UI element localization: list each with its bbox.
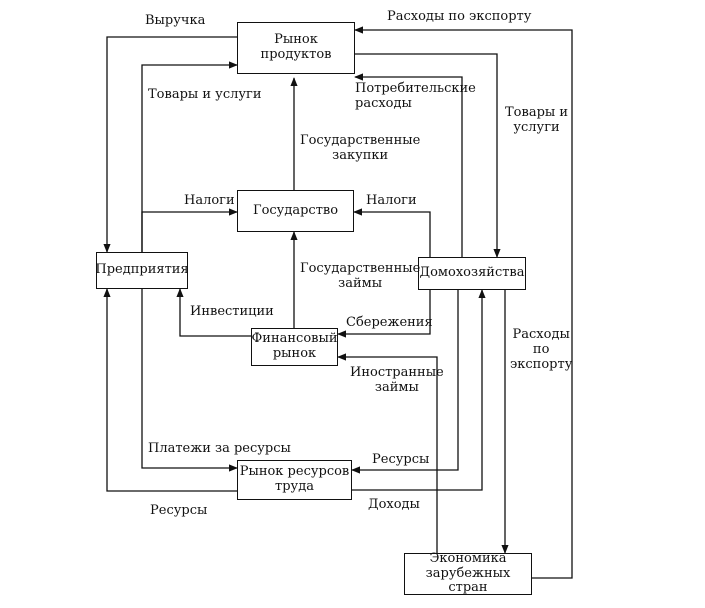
export-spending-top-arrow [354,26,573,579]
label-taxes-right: Налоги [366,193,417,208]
label-gov-loans: Государственные займы [300,261,421,291]
node-firms: Предприятия [95,252,189,289]
node-labor-market: Рынок ресурсов труда [237,460,352,500]
node-government: Государство [237,190,354,232]
resource-payments-arrow [141,289,238,472]
goods-services-right-arrow [355,53,501,258]
consumer-spending-arrow [354,73,463,257]
label-gov-purchases: Государственные закупки [300,133,421,163]
label-foreign-loans: Иностранные займы [350,365,444,395]
resources-bottom-arrow [103,288,237,492]
investments-arrow [176,288,251,337]
taxes-right-arrow [353,208,431,257]
node-firms-label: Предприятия [95,262,189,278]
node-labor-market-label: Рынок ресурсов труда [239,464,350,494]
node-financial-market: Финансовый рынок [251,328,338,366]
label-revenue: Выручка [145,13,206,28]
label-resources-bottom: Ресурсы [150,503,208,518]
node-households: Домохозяйства [418,257,526,290]
label-taxes-left: Налоги [184,193,235,208]
label-resources-right: Ресурсы [372,452,430,467]
node-households-label: Домохозяйства [419,265,525,281]
label-investments: Инвестиции [190,304,274,319]
label-goods-services-right: Товары и услуги [505,105,569,135]
incomes-arrow [352,289,486,491]
revenue-arrow [103,36,237,253]
label-consumer-spending: Потребительские расходы [355,81,476,111]
node-product-market-label: Рынок продуктов [260,32,332,62]
node-product-market: Рынок продуктов [237,22,355,74]
node-foreign-economy: Экономика зарубежных стран [404,550,532,596]
label-export-spending-top: Расходы по экспорту [387,9,532,24]
taxes-left-arrow [141,208,238,252]
foreign-loans-arrow [337,353,438,553]
savings-arrow [337,290,431,338]
label-export-spending-right: Расходы по экспорту [510,327,573,372]
node-government-label: Государство [252,202,339,218]
label-incomes: Доходы [368,497,420,512]
goods-services-left-arrow [141,61,238,252]
node-financial-market-label: Финансовый рынок [251,331,338,361]
node-foreign-economy-label: Экономика зарубежных стран [425,550,511,596]
resources-right-arrow [351,290,459,474]
label-goods-services-left: Товары и услуги [148,87,262,102]
label-resource-payments: Платежи за ресурсы [148,441,291,456]
label-savings: Сбережения [346,315,433,330]
